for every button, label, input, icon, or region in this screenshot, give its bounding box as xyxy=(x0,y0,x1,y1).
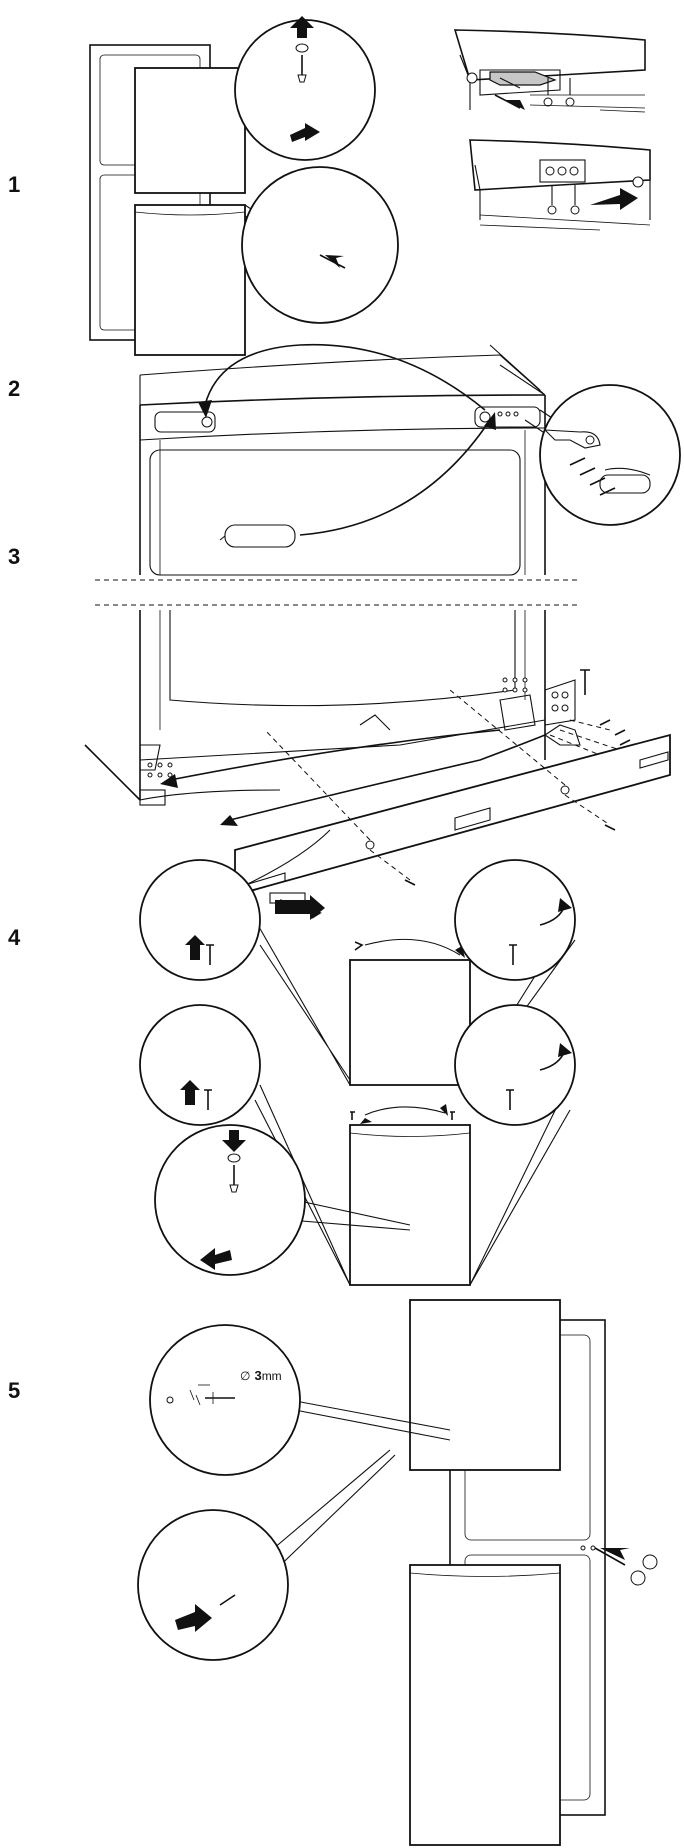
zoom-step4-lower-right xyxy=(454,1004,576,1126)
step-3-illustration xyxy=(84,610,671,920)
zoom-step4-upper-left xyxy=(139,859,261,981)
step-number-2: 2 xyxy=(8,376,21,401)
upper-door xyxy=(134,67,246,194)
step-number-4: 4 xyxy=(8,925,21,950)
zoom-step5-top-hinge xyxy=(154,1124,306,1276)
zoom-step4-lower-left xyxy=(139,1004,261,1126)
step-number-5: 5 xyxy=(8,1378,21,1403)
step-number-1: 1 xyxy=(8,172,21,197)
zoom-step2-parts xyxy=(539,384,681,526)
zoom-step4-upper-right xyxy=(454,859,576,981)
zoom-top-hinge xyxy=(234,16,376,161)
zoom-step5-bottom-hinge xyxy=(137,1509,289,1661)
top-hinge-detail-2 xyxy=(469,139,651,231)
step4-upper-door xyxy=(349,959,471,1086)
step5-lower-door xyxy=(409,1564,561,1846)
drill-size-label: ∅3mm xyxy=(240,1368,282,1383)
step-number-3: 3 xyxy=(8,544,21,569)
step-4-illustration xyxy=(139,859,576,1286)
step-1-illustration xyxy=(89,16,651,356)
zoom-step5-drill: ∅3mm xyxy=(149,1324,301,1476)
step4-lower-door xyxy=(349,1124,471,1286)
step5-upper-door xyxy=(409,1299,561,1471)
lower-door xyxy=(134,204,246,356)
step-2-illustration xyxy=(139,343,681,576)
zoom-bottom-hinge xyxy=(241,166,399,324)
plinth-panel xyxy=(234,733,671,897)
top-hinge-detail-1 xyxy=(453,29,646,113)
